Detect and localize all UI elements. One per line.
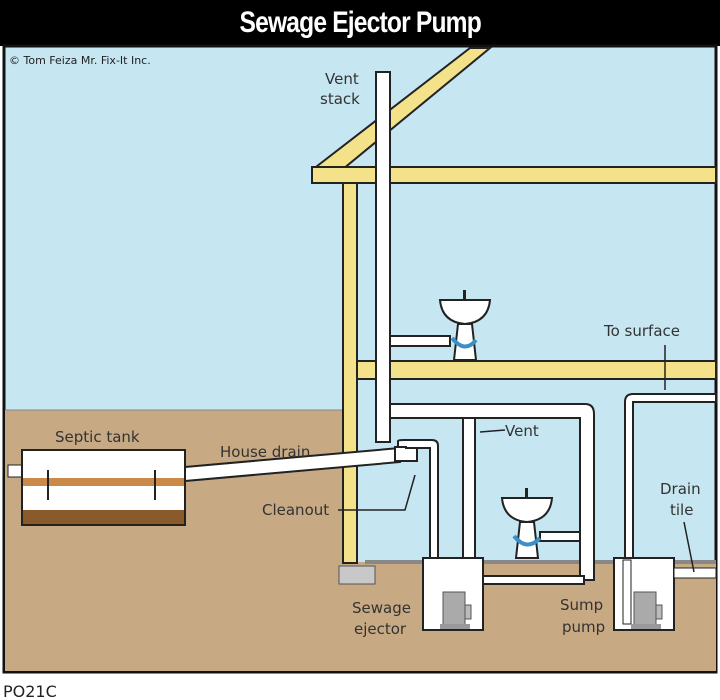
label-septic-tank: Septic tank bbox=[55, 428, 140, 446]
label-to-surface: To surface bbox=[603, 322, 680, 340]
label-cleanout: Cleanout bbox=[262, 501, 329, 519]
label-vent-stack-2: stack bbox=[320, 90, 360, 108]
label-house-drain: House drain bbox=[220, 443, 310, 461]
title-bar: Sewage Ejector Pump bbox=[0, 0, 720, 46]
sump-pump-icon bbox=[631, 591, 663, 629]
cleanout-fitting bbox=[394, 446, 418, 462]
label-sewage-ejector-2: ejector bbox=[354, 620, 407, 638]
copyright-text: © Tom Feiza Mr. Fix-It Inc. bbox=[9, 54, 151, 67]
house-wall bbox=[342, 182, 358, 564]
upper-sink-drain bbox=[389, 335, 451, 347]
ceiling-joist bbox=[311, 166, 717, 184]
label-sewage-ejector-1: Sewage bbox=[352, 599, 411, 617]
septic-tank bbox=[7, 449, 186, 526]
sump-discharge-pipe bbox=[624, 393, 717, 561]
label-vent-stack-1: Vent bbox=[325, 70, 359, 88]
vent-pipe bbox=[462, 417, 476, 559]
footing bbox=[338, 565, 376, 585]
floor-joist bbox=[356, 360, 717, 380]
figure-code: PO21C bbox=[3, 682, 57, 700]
label-vent: Vent bbox=[505, 422, 539, 440]
basement-sink-icon bbox=[500, 488, 554, 559]
drain-tile-pipe bbox=[673, 567, 717, 579]
label-sump-pump-1: Sump bbox=[560, 596, 603, 614]
vent-stack-pipe bbox=[375, 71, 391, 443]
label-sump-pump-2: pump bbox=[562, 618, 605, 636]
sump-riser bbox=[622, 559, 632, 625]
annotation-arrows bbox=[338, 345, 695, 573]
basement-sink-drain bbox=[539, 531, 581, 542]
diagram-title: Sewage Ejector Pump bbox=[239, 6, 481, 39]
upper-sink-icon bbox=[438, 290, 492, 361]
label-drain-tile-1: Drain bbox=[660, 480, 701, 498]
label-drain-tile-2: tile bbox=[670, 501, 693, 519]
sewage-ejector-pump-icon bbox=[440, 591, 472, 629]
floor-drain-pipe bbox=[479, 575, 585, 585]
vent-header-pipe bbox=[389, 403, 595, 581]
